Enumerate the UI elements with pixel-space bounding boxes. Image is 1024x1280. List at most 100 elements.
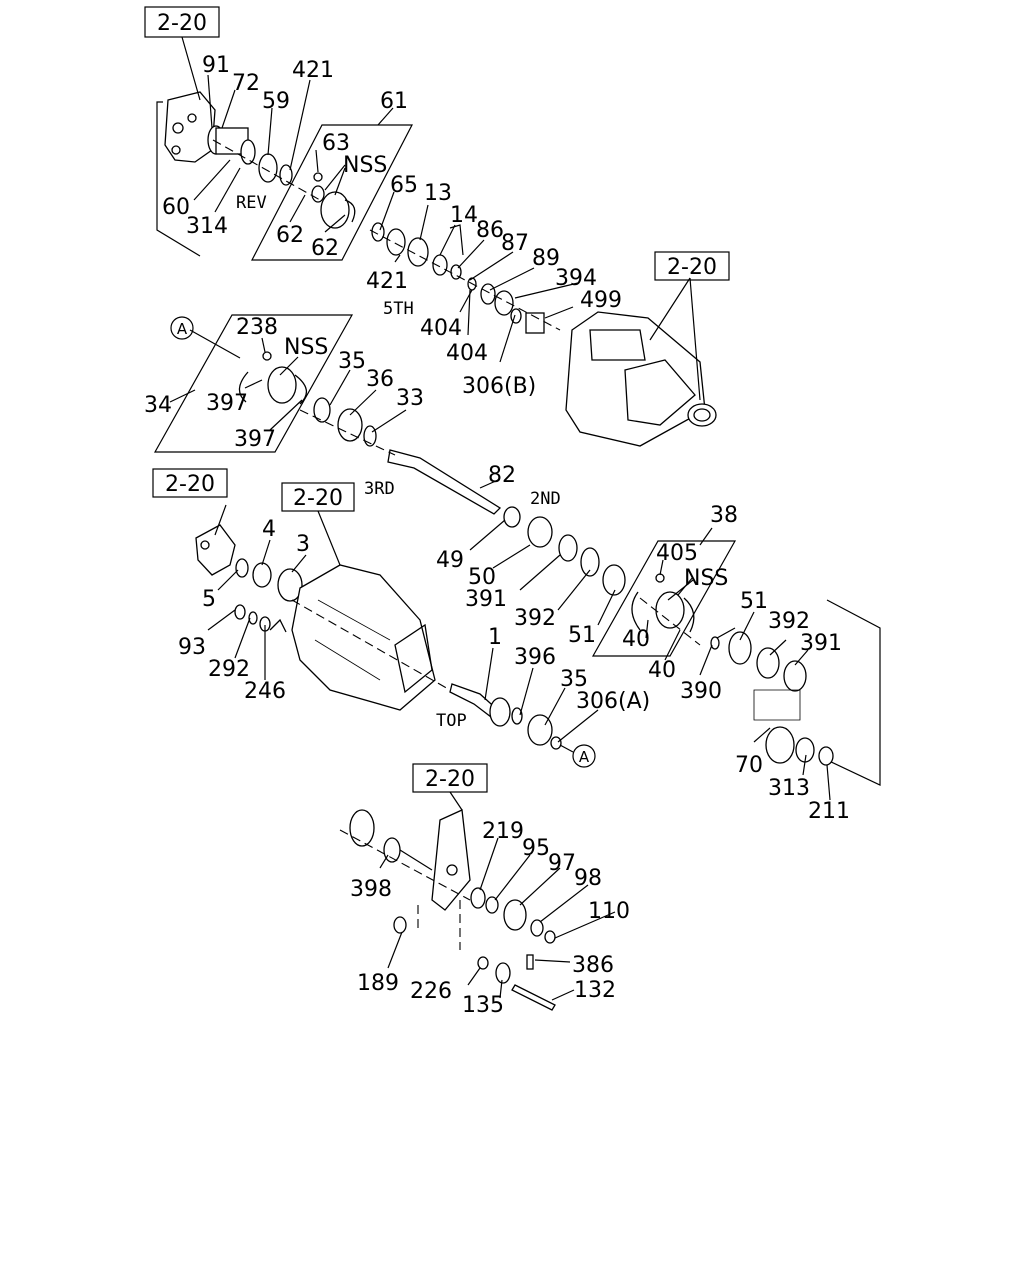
part-49[interactable]: 49 — [436, 548, 464, 573]
part-86[interactable]: 86 — [476, 218, 504, 243]
reverse-gear-sketch — [207, 125, 293, 186]
part-1[interactable]: 1 — [488, 625, 502, 650]
part-62-left[interactable]: 62 — [276, 223, 304, 248]
part-313[interactable]: 313 — [768, 776, 810, 801]
part-394[interactable]: 394 — [555, 266, 597, 291]
part-397-lower[interactable]: 397 — [234, 427, 276, 452]
part-91[interactable]: 91 — [202, 53, 230, 78]
part-4[interactable]: 4 — [262, 517, 276, 542]
input-shaft-sketch — [449, 683, 562, 750]
part-306b[interactable]: 306(B) — [462, 374, 536, 399]
ref-box-left-cover[interactable]: 2-20 — [152, 468, 228, 498]
bracket-right — [826, 599, 881, 786]
part-33[interactable]: 33 — [396, 386, 424, 411]
part-396[interactable]: 396 — [514, 645, 556, 670]
part-306a[interactable]: 306(A) — [576, 689, 650, 714]
leader-lines — [169, 36, 831, 1001]
circle-marker-a-lower[interactable]: A — [559, 744, 596, 768]
part-392-left[interactable]: 392 — [514, 606, 556, 631]
reverse-plate-sketch — [164, 91, 216, 163]
part-59[interactable]: 59 — [262, 89, 290, 114]
gear-label-top: TOP — [436, 711, 467, 731]
gear-label-third: 3RD — [364, 479, 395, 499]
part-63[interactable]: 63 — [322, 131, 350, 156]
part-50[interactable]: 50 — [468, 565, 496, 590]
part-392-right[interactable]: 392 — [768, 609, 810, 634]
part-36[interactable]: 36 — [366, 367, 394, 392]
part-38[interactable]: 38 — [710, 503, 738, 528]
part-219[interactable]: 219 — [482, 819, 524, 844]
part-34[interactable]: 34 — [144, 393, 172, 418]
part-51-right[interactable]: 51 — [740, 589, 768, 614]
sleeve-38-sketch — [631, 573, 695, 633]
part-40-lower[interactable]: 40 — [648, 658, 676, 683]
part-226[interactable]: 226 — [410, 979, 452, 1004]
part-391-left[interactable]: 391 — [465, 587, 507, 612]
part-14[interactable]: 14 — [450, 203, 478, 228]
gear-label-second: 2ND — [530, 489, 561, 509]
part-72[interactable]: 72 — [232, 71, 260, 96]
part-404-lower[interactable]: 404 — [446, 341, 488, 366]
part-132[interactable]: 132 — [574, 978, 616, 1003]
svg-text:2-20: 2-20 — [157, 11, 207, 36]
ref-box-lower-plate[interactable]: 2-20 — [412, 763, 488, 793]
svg-text:A: A — [579, 748, 590, 766]
part-nss-38[interactable]: NSS — [684, 566, 728, 591]
part-35-lower[interactable]: 35 — [560, 667, 588, 692]
part-398[interactable]: 398 — [350, 877, 392, 902]
group-outline-34 — [153, 314, 354, 453]
part-13[interactable]: 13 — [424, 181, 452, 206]
part-314[interactable]: 314 — [186, 214, 228, 239]
ref-box-top-left[interactable]: 2-20 — [144, 6, 220, 38]
group-outline-61 — [251, 124, 413, 261]
part-135[interactable]: 135 — [462, 993, 504, 1018]
ref-box-right-case[interactable]: 2-20 — [654, 251, 730, 281]
part-numbers: 91 72 421 59 61 63 NSS 65 13 14 86 87 89… — [144, 53, 850, 1018]
part-110[interactable]: 110 — [588, 899, 630, 924]
part-89[interactable]: 89 — [532, 246, 560, 271]
front-cover-sketch — [195, 524, 303, 633]
part-405[interactable]: 405 — [656, 541, 698, 566]
part-61[interactable]: 61 — [380, 89, 408, 114]
part-5[interactable]: 5 — [202, 587, 216, 612]
part-246[interactable]: 246 — [244, 679, 286, 704]
part-93[interactable]: 93 — [178, 635, 206, 660]
sleeve-61-sketch — [311, 172, 356, 229]
part-87[interactable]: 87 — [501, 231, 529, 256]
part-421-bottom[interactable]: 421 — [366, 269, 408, 294]
svg-text:2-20: 2-20 — [293, 486, 343, 511]
part-499[interactable]: 499 — [580, 288, 622, 313]
part-292[interactable]: 292 — [208, 657, 250, 682]
part-70[interactable]: 70 — [735, 753, 763, 778]
part-nss-34[interactable]: NSS — [284, 335, 328, 360]
part-65[interactable]: 65 — [390, 173, 418, 198]
circle-marker-a-upper[interactable]: A — [170, 316, 194, 340]
part-421-top[interactable]: 421 — [292, 58, 334, 83]
part-238[interactable]: 238 — [236, 315, 278, 340]
counter-gears-right-sketch — [710, 631, 834, 766]
sleeve-34-sketch — [238, 351, 307, 405]
part-40-upper[interactable]: 40 — [622, 627, 650, 652]
part-nss-61[interactable]: NSS — [343, 153, 387, 178]
part-404-upper[interactable]: 404 — [420, 316, 462, 341]
part-97[interactable]: 97 — [548, 851, 576, 876]
part-35-upper[interactable]: 35 — [338, 349, 366, 374]
part-397-upper[interactable]: 397 — [206, 391, 248, 416]
part-211[interactable]: 211 — [808, 799, 850, 824]
part-62-right[interactable]: 62 — [311, 236, 339, 261]
part-82[interactable]: 82 — [488, 463, 516, 488]
part-95[interactable]: 95 — [522, 836, 550, 861]
third-gear-sketch — [313, 397, 377, 447]
part-386[interactable]: 386 — [572, 953, 614, 978]
part-98[interactable]: 98 — [574, 866, 602, 891]
part-60[interactable]: 60 — [162, 195, 190, 220]
fifth-gear-sketch — [371, 222, 545, 334]
gear-label-rev: REV — [236, 193, 267, 213]
part-51-left[interactable]: 51 — [568, 623, 596, 648]
ref-box-main-case[interactable]: 2-20 — [281, 482, 355, 512]
part-3[interactable]: 3 — [296, 532, 310, 557]
part-189[interactable]: 189 — [357, 971, 399, 996]
part-391-right[interactable]: 391 — [800, 631, 842, 656]
part-390[interactable]: 390 — [680, 679, 722, 704]
rear-case-sketch — [565, 311, 717, 447]
